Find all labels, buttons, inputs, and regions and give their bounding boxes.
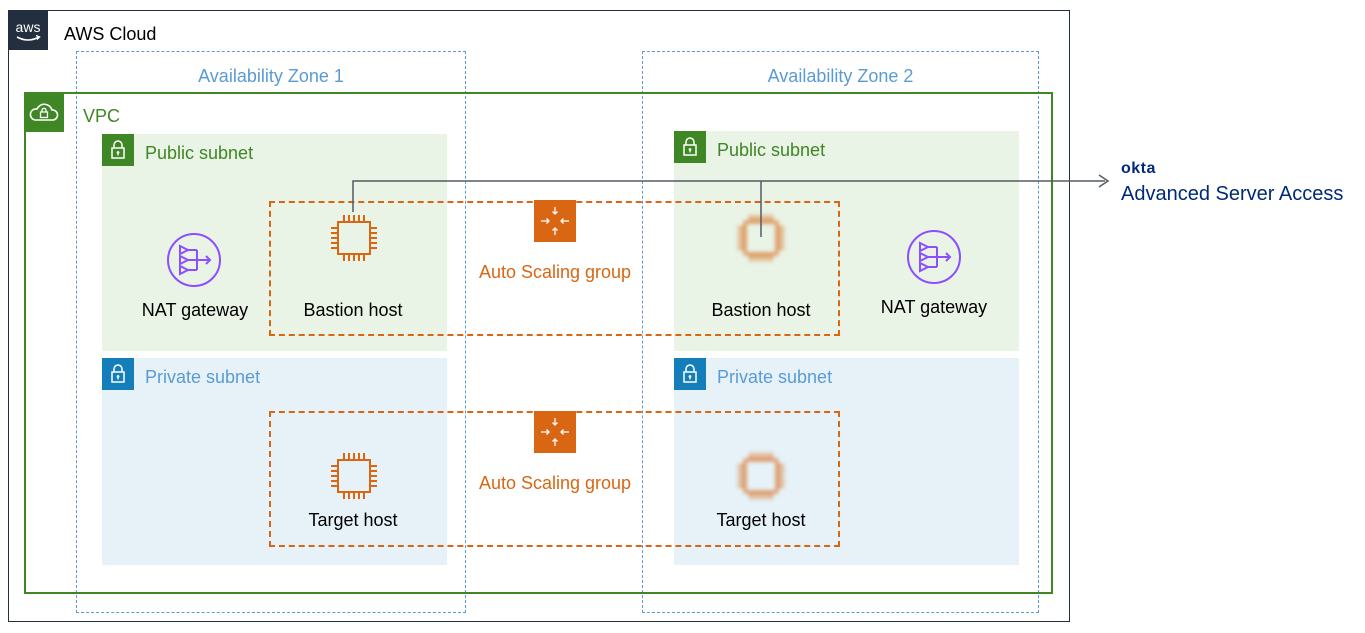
okta-logo: okta [1121,160,1156,177]
auto-scaling-group-1-label: Auto Scaling group [478,262,632,282]
aws-cloud-label: AWS Cloud [64,24,157,44]
availability-zone-1-boundary [76,51,466,613]
target-host-2-label: Target host [716,510,806,530]
private-subnet-1-lock-icon [102,358,134,390]
auto-scaling-group-1-icon [534,200,576,242]
public-subnet-2-lock-icon [674,131,706,163]
availability-zone-2-label: Availability Zone 2 [767,66,914,86]
vpc-label: VPC [83,106,121,126]
nat-gateway-2-icon [906,229,962,285]
private-subnet-2 [674,358,1019,565]
public-subnet-2 [674,131,1019,351]
private-subnet-1-label: Private subnet [145,367,261,387]
bastion-host-1-ec2-icon [326,210,382,266]
public-subnet-2-label: Public subnet [717,140,826,160]
private-subnet-2-label: Private subnet [717,367,833,387]
bastion-host-2-label: Bastion host [711,300,811,320]
target-host-1-label: Target host [308,510,398,530]
availability-zone-2-boundary [642,51,1039,613]
vpc-boundary [24,92,1053,594]
svg-text:aws: aws [16,19,41,35]
nat-gateway-2-label: NAT gateway [880,297,988,317]
okta-product-label: Advanced Server Access [1121,183,1344,205]
nat-gateway-1-icon [166,232,222,288]
auto-scaling-group-2-icon [534,411,576,453]
vpc-cloud-lock-icon [24,92,64,132]
nat-gateway-1-label: NAT gateway [141,300,249,320]
bastion-host-1-label: Bastion host [303,300,403,320]
private-subnet-2-lock-icon [674,358,706,390]
public-subnet-1 [102,134,447,351]
private-subnet-1 [102,358,447,565]
target-host-1-ec2-icon [326,448,382,504]
public-subnet-1-lock-icon [102,134,134,166]
aws-logo-icon: aws [8,10,48,50]
aws-cloud-boundary [8,10,1070,622]
target-host-2-ec2-icon [733,448,789,504]
public-subnet-1-label: Public subnet [145,143,254,163]
auto-scaling-group-2-label: Auto Scaling group [478,473,632,493]
availability-zone-1-label: Availability Zone 1 [198,66,344,86]
